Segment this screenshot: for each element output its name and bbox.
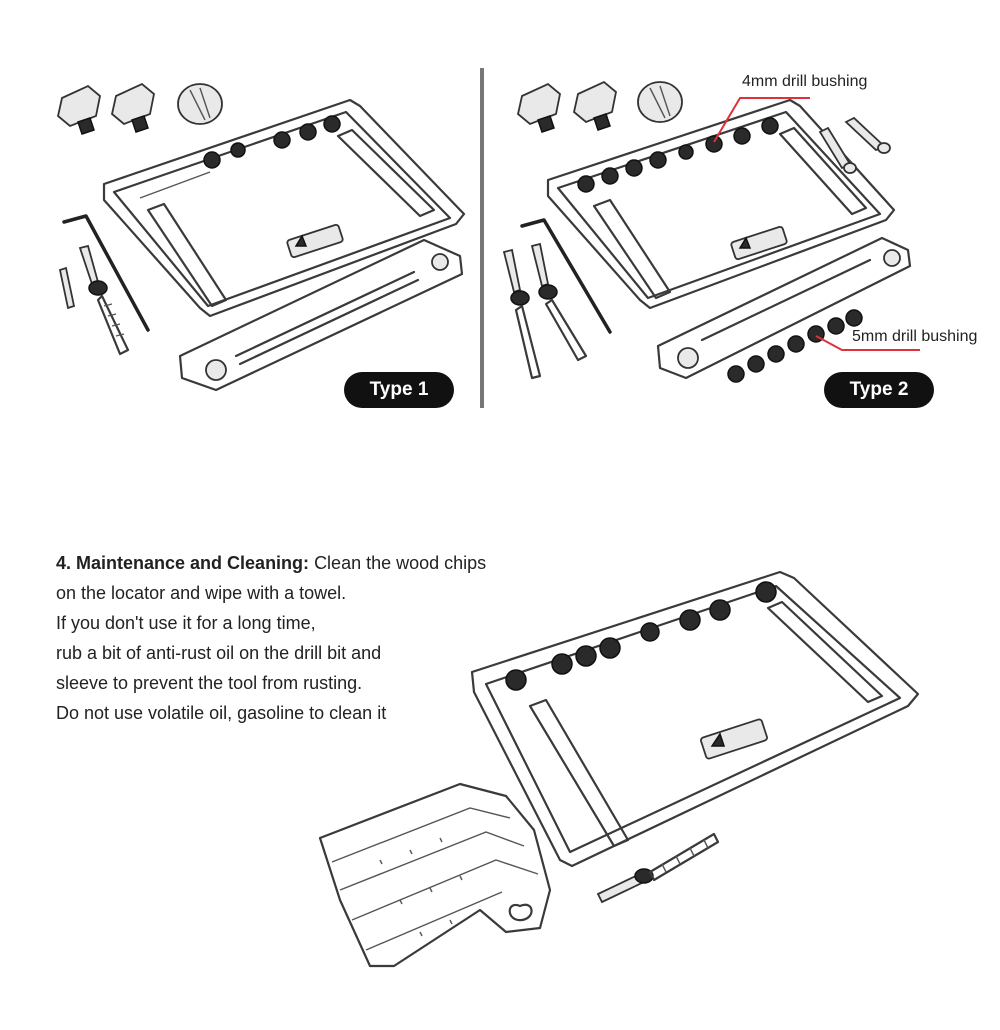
drill-bit-icon — [78, 244, 130, 356]
maintenance-text: 4. Maintenance and Cleaning: Clean the w… — [56, 548, 506, 728]
hex-key-icon — [62, 214, 150, 332]
type1-label: Type 1 — [344, 372, 454, 408]
maintenance-line: Clean the wood chips — [314, 553, 487, 573]
maintenance-illustration — [310, 560, 930, 980]
drill-bit-icon — [530, 242, 588, 362]
round-knob-icon — [177, 83, 223, 125]
jig-plate-icon — [546, 98, 896, 310]
hex-key-icon — [520, 218, 612, 334]
square-knob-icon — [111, 82, 155, 133]
screw-icon — [818, 126, 857, 174]
callout-line-5mm — [815, 335, 920, 351]
drill-bit-icon — [596, 832, 720, 904]
square-knob-icon — [57, 84, 101, 135]
maintenance-line: sleeve to prevent the tool from rusting. — [56, 673, 363, 693]
rail-icon — [178, 238, 464, 392]
square-knob-icon — [517, 82, 561, 133]
callout-4mm-drill-bushing: 4mm drill bushing — [742, 73, 868, 90]
callout-line-4mm — [713, 97, 810, 143]
type2-illustration — [490, 60, 920, 400]
maintenance-line: Do not use volatile oil, gasoline to cle… — [56, 703, 387, 723]
maintenance-line: If you don't use it for a long time, — [56, 613, 316, 633]
drill-bit-icon — [502, 248, 542, 380]
jig-plate-icon — [470, 570, 920, 868]
callout-5mm-drill-bushing: 5mm drill bushing — [852, 328, 978, 345]
pin-icon — [58, 266, 76, 310]
panel-divider — [480, 68, 484, 408]
maintenance-line: rub a bit of anti-rust oil on the drill … — [56, 643, 382, 663]
rail-icon — [656, 236, 912, 380]
type1-illustration — [40, 60, 480, 420]
maintenance-heading: 4. Maintenance and Cleaning: — [56, 553, 310, 573]
square-knob-icon — [573, 80, 617, 131]
jig-plate-icon — [102, 98, 466, 318]
type2-label: Type 2 — [824, 372, 934, 408]
round-knob-icon — [637, 81, 683, 123]
towel-icon — [318, 782, 552, 968]
maintenance-line: on the locator and wipe with a towel. — [56, 583, 347, 603]
screw-icon — [844, 116, 891, 154]
